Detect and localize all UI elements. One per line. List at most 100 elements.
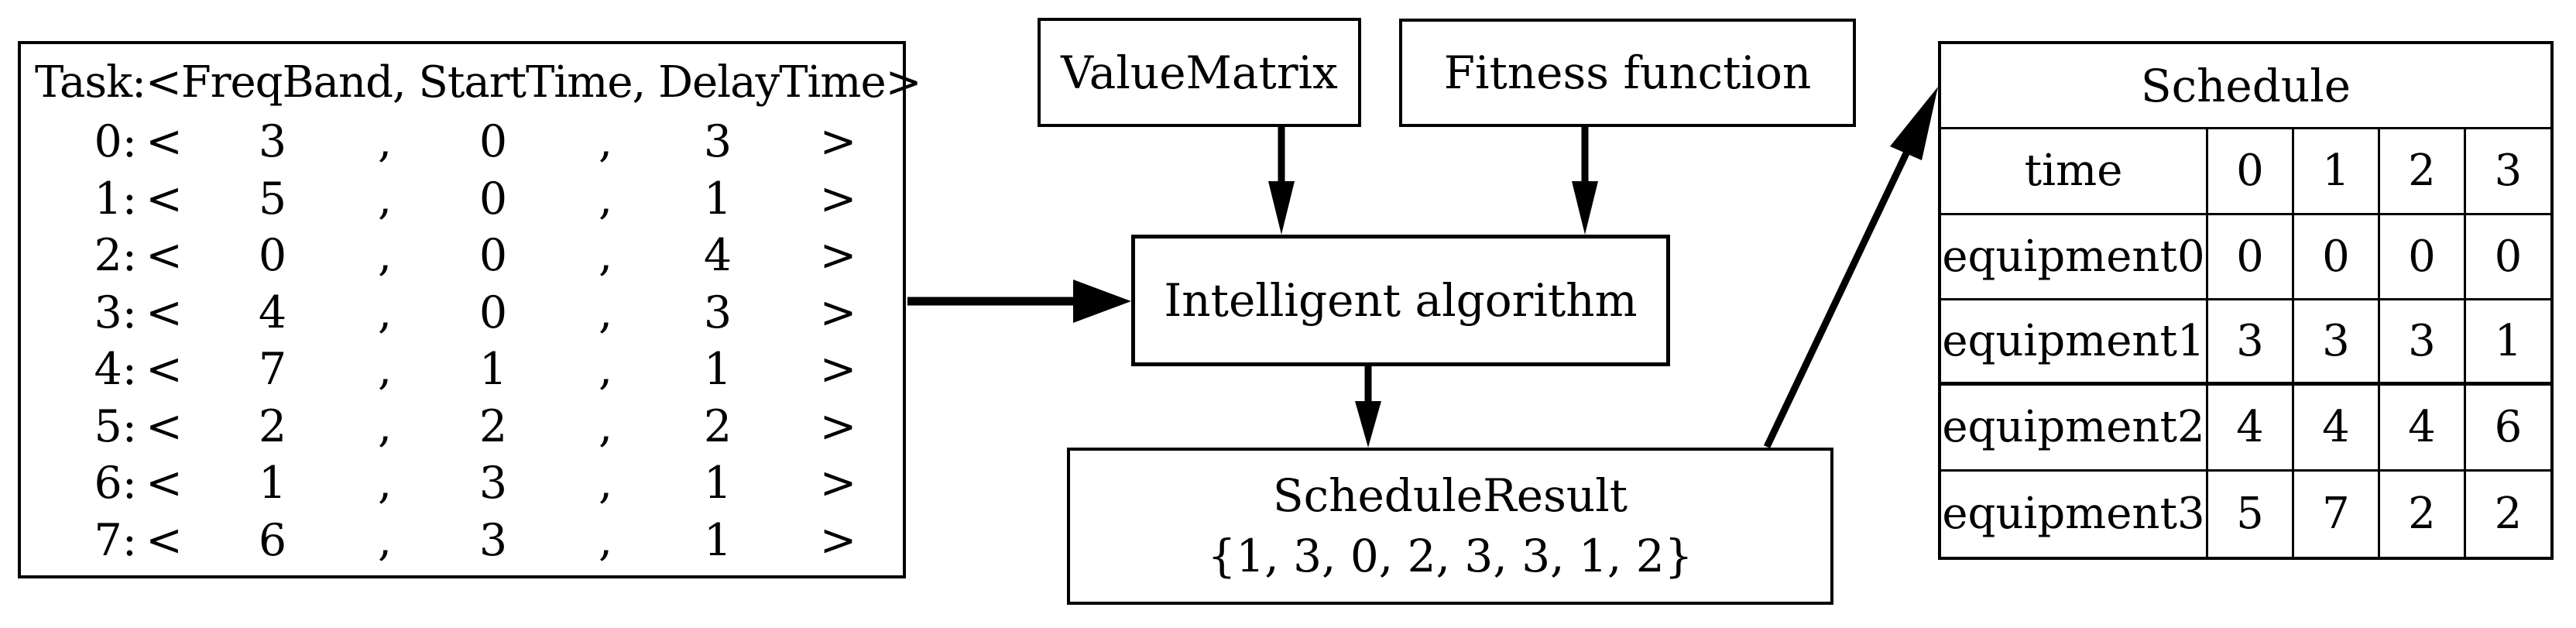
equipment-label-cell: equipment1 [1941, 300, 2208, 386]
angle-open: < [146, 287, 183, 338]
comma: , [377, 173, 393, 225]
task-freqband: 6 [258, 514, 287, 566]
comma: , [377, 400, 393, 452]
schedule-value-cell: 3 [2294, 300, 2380, 386]
schedule-value-cell: 0 [2466, 215, 2550, 300]
angle-close: > [819, 458, 857, 509]
arrow-result-to-schedule [1763, 152, 1910, 448]
schedule-value-cell: 3 [2208, 300, 2294, 386]
comma: , [598, 287, 613, 338]
task-row-3: 3: < 4 , 0 , 3 > [21, 287, 903, 338]
comma: , [598, 514, 613, 566]
comma: , [598, 400, 613, 452]
task-row-5: 5: < 2 , 2 , 2 > [21, 400, 903, 452]
task-starttime: 2 [478, 400, 508, 452]
angle-close: > [819, 230, 857, 281]
task-row-2: 2: < 0 , 0 , 4 > [21, 234, 903, 278]
task-row-6: 6: < 1 , 3 , 1 > [21, 462, 903, 506]
equipment-label-cell: equipment2 [1941, 386, 2208, 472]
task-starttime: 0 [478, 230, 508, 281]
arrowhead-tasks-icon [1073, 280, 1131, 323]
task-index: 2: [94, 230, 137, 281]
schedule-value-cell: 7 [2294, 471, 2380, 557]
task-index: 7: [94, 514, 137, 566]
schedule-value-cell: 0 [2208, 214, 2294, 300]
comma: , [377, 514, 393, 566]
schedule-title: Schedule [1941, 44, 2550, 130]
comma: , [377, 116, 393, 167]
angle-open: < [146, 116, 183, 167]
task-delaytime: 1 [703, 514, 732, 566]
task-freqband: 5 [258, 173, 287, 225]
task-index: 3: [94, 287, 137, 338]
arrowhead-fitness-icon [1572, 181, 1598, 235]
task-freqband: 1 [258, 458, 287, 509]
task-row-1: 1: < 5 , 0 , 1 > [21, 177, 903, 221]
comma: , [377, 458, 393, 509]
task-delaytime: 3 [703, 287, 732, 338]
angle-open: < [146, 400, 183, 452]
task-index: 6: [94, 458, 137, 509]
angle-open: < [146, 230, 183, 281]
angle-open: < [146, 173, 183, 225]
equipment-label-cell: equipment0 [1941, 214, 2208, 300]
arrowhead-schedule-icon [1890, 87, 1938, 160]
task-delaytime: 4 [703, 230, 732, 281]
task-index: 4: [94, 344, 137, 395]
task-freqband: 3 [258, 116, 287, 167]
time-value-cell: 3 [2466, 129, 2550, 215]
task-starttime: 0 [478, 173, 508, 225]
task-freqband: 4 [258, 287, 287, 338]
schedule-value-cell: 2 [2494, 489, 2523, 540]
task-list-box: Task:<FreqBand, StartTime, DelayTime> 0:… [18, 41, 922, 578]
valuematrix-box: ValueMatrix [1038, 18, 1361, 127]
task-index: 1: [94, 173, 137, 225]
comma: , [598, 173, 613, 225]
schedule-table: Schedule time 0 1 2 3 equipment0 0 0 0 0… [1938, 41, 2554, 560]
comma: , [598, 458, 613, 509]
task-freqband: 2 [258, 400, 287, 452]
angle-close: > [819, 287, 857, 338]
schedule-result-box: ScheduleResult {1, 3, 0, 2, 3, 3, 1, 2} [1067, 448, 1833, 605]
comma: , [377, 230, 393, 281]
task-starttime: 3 [478, 514, 508, 566]
task-freqband: 0 [258, 230, 287, 281]
angle-open: < [146, 514, 183, 566]
schedule-value-cell: 5 [2208, 471, 2294, 557]
angle-open: < [146, 344, 183, 395]
schedule-result-title: ScheduleResult [1272, 468, 1628, 522]
schedule-value-cell: 4 [2380, 386, 2466, 472]
schedule-value-cell: 0 [2380, 214, 2466, 300]
valuematrix-label: ValueMatrix [1061, 46, 1338, 99]
time-label-cell: time [1941, 129, 2208, 215]
schedule-value-cell: 2 [2380, 471, 2466, 557]
angle-close: > [819, 344, 857, 395]
schedule-value-cell: 4 [2208, 386, 2294, 472]
task-delaytime: 1 [703, 173, 732, 225]
schedule-value-cell: 0 [2294, 214, 2380, 300]
schedule-result-values: {1, 3, 0, 2, 3, 3, 1, 2} [1207, 529, 1693, 582]
task-row-0: 0: < 3 , 0 , 3 > [21, 120, 903, 164]
task-list-header: Task:<FreqBand, StartTime, DelayTime> [35, 57, 922, 108]
task-delaytime: 2 [703, 400, 732, 452]
task-delaytime: 1 [703, 458, 732, 509]
comma: , [377, 344, 393, 395]
task-index: 0: [94, 116, 137, 167]
angle-close: > [819, 173, 857, 225]
schedule-value-cell: 3 [2380, 300, 2466, 386]
angle-close: > [819, 116, 857, 167]
schedule-value-cell: 6 [2466, 386, 2550, 472]
task-starttime: 3 [478, 458, 508, 509]
comma: , [598, 230, 613, 281]
task-index: 5: [94, 400, 137, 452]
task-row-7: 7: < 6 , 3 , 1 > [21, 514, 903, 566]
task-starttime: 1 [478, 344, 508, 395]
schedule-value-cell: 1 [2466, 300, 2550, 386]
fitness-function-box: Fitness function [1399, 19, 1856, 127]
task-starttime: 0 [478, 287, 508, 338]
time-value-cell: 0 [2208, 129, 2294, 215]
task-delaytime: 3 [703, 116, 732, 167]
task-row-4: 4: < 7 , 1 , 1 > [21, 348, 903, 392]
